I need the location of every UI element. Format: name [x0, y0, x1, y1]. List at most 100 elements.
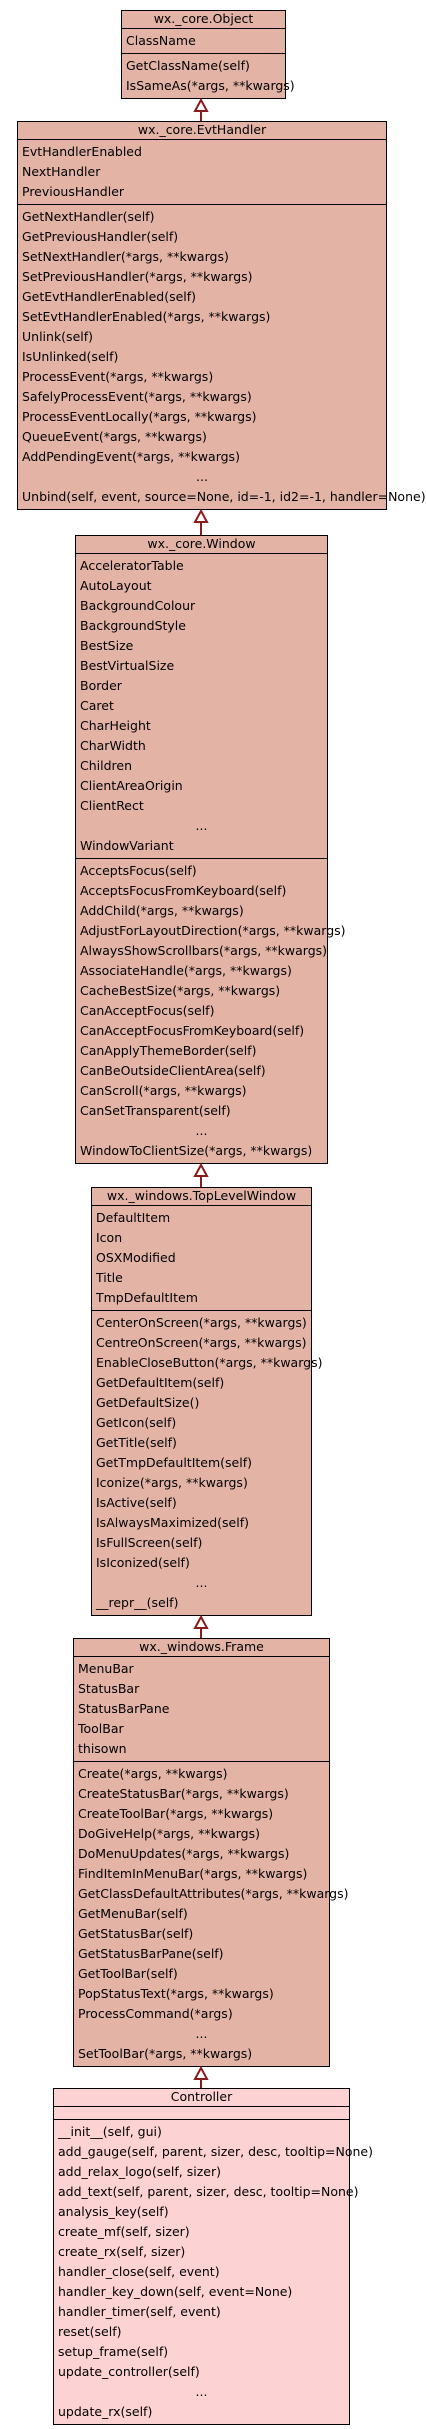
class-attribute: DefaultItem: [96, 1210, 171, 1225]
class-method: __init__(self, gui): [58, 2124, 162, 2139]
class-method: AddPendingEvent(*args, **kwargs): [22, 449, 240, 464]
class-method: create_rx(self, sizer): [58, 2244, 186, 2259]
class-attribute: Caret: [80, 698, 114, 713]
class-method: CreateToolBar(*args, **kwargs): [78, 1806, 274, 1821]
class-method: GetStatusBar(self): [78, 1926, 194, 1941]
class-method: ProcessCommand(*args): [78, 2006, 233, 2021]
inheritance-arrowhead: [193, 2065, 209, 2080]
class-method: __repr__(self): [96, 1595, 179, 1610]
class-attribute: EvtHandlerEnabled: [22, 144, 142, 159]
class-name: wx._core.EvtHandler: [18, 122, 386, 140]
class-method: SetPreviousHandler(*args, **kwargs): [22, 269, 253, 284]
class-attribute: BackgroundStyle: [80, 618, 186, 633]
class-method: add_text(self, parent, sizer, desc, tool…: [58, 2184, 359, 2199]
class-attribute: ClientAreaOrigin: [80, 778, 183, 793]
class-name: wx._core.Object: [122, 11, 285, 29]
class-method: update_rx(self): [58, 2404, 153, 2419]
class-method: GetPreviousHandler(self): [22, 229, 179, 244]
class-method: IsActive(self): [96, 1495, 177, 1510]
class-method: ...: [196, 469, 208, 484]
class-method: IsFullScreen(self): [96, 1535, 203, 1550]
class-attribute: MenuBar: [78, 1661, 134, 1676]
class-method: SafelyProcessEvent(*args, **kwargs): [22, 389, 252, 404]
class-method: PopStatusText(*args, **kwargs): [78, 1986, 274, 2001]
inheritance-arrowhead: [193, 1614, 209, 1629]
class-method: AdjustForLayoutDirection(*args, **kwargs…: [80, 923, 346, 938]
class-box-controller: Controller__init__(self, gui)add_gauge(s…: [53, 2088, 373, 2425]
class-methods-section: CenterOnScreen(*args, **kwargs) CentreOnS…: [92, 1311, 323, 1615]
class-method: AddChild(*args, **kwargs): [80, 903, 244, 918]
class-method: ...: [195, 1575, 208, 1590]
class-method: CacheBestSize(*args, **kwargs): [80, 983, 281, 998]
class-method: reset(self): [58, 2324, 122, 2339]
class-method: CanBeOutsideClientArea(self): [80, 1063, 266, 1078]
class-method: DoGiveHelp(*args, **kwargs): [78, 1826, 260, 1841]
class-attribute: NextHandler: [22, 164, 101, 179]
inheritance-arrowhead: [193, 97, 209, 112]
class-method: create_mf(self, sizer): [58, 2224, 190, 2239]
class-method: CenterOnScreen(*args, **kwargs): [96, 1315, 307, 1330]
class-attribute: BestVirtualSize: [80, 658, 175, 673]
class-method: GetStatusBarPane(self): [78, 1946, 224, 1961]
class-method: Create(*args, **kwargs): [78, 1766, 228, 1781]
class-method: GetDefaultItem(self): [96, 1375, 225, 1390]
class-method: add_relax_logo(self, sizer): [58, 2164, 221, 2179]
class-method: IsIconized(self): [96, 1555, 190, 1570]
class-method: GetTmpDefaultItem(self): [96, 1455, 252, 1470]
class-method: ProcessEventLocally(*args, **kwargs): [22, 409, 257, 424]
class-method: GetNextHandler(self): [22, 209, 155, 224]
class-attribute: CharWidth: [80, 738, 146, 753]
class-method: handler_close(self, event): [58, 2264, 220, 2279]
class-method: GetToolBar(self): [78, 1966, 178, 1981]
class-attribute: BestSize: [80, 638, 134, 653]
class-method: setup_frame(self): [58, 2344, 169, 2359]
class-method: CanSetTransparent(self): [80, 1103, 231, 1118]
class-attribute: PreviousHandler: [22, 184, 125, 199]
class-methods-section: GetClassName(self) IsSameAs(*args, **kwar…: [122, 54, 295, 98]
class-method: GetClassDefaultAttributes(*args, **kwarg…: [78, 1886, 349, 1901]
class-method: SetToolBar(*args, **kwargs): [78, 2046, 253, 2061]
class-attributes-section: [54, 2107, 349, 2120]
class-name: wx._core.Window: [76, 536, 327, 554]
class-method: IsSameAs(*args, **kwargs): [126, 78, 295, 93]
class-method: ...: [195, 2384, 208, 2399]
class-method: CanAcceptFocusFromKeyboard(self): [80, 1023, 305, 1038]
class-attribute: thisown: [78, 1741, 127, 1756]
class-method: AssociateHandle(*args, **kwargs): [80, 963, 292, 978]
class-attribute: ClientRect: [80, 798, 144, 813]
class-method: QueueEvent(*args, **kwargs): [22, 429, 207, 444]
class-method: AcceptsFocusFromKeyboard(self): [80, 883, 287, 898]
class-method: GetClassName(self): [126, 58, 250, 73]
class-attribute: StatusBarPane: [78, 1701, 170, 1716]
class-method: handler_key_down(self, event=None): [58, 2284, 293, 2299]
class-method: CanApplyThemeBorder(self): [80, 1043, 257, 1058]
inheritance-arrowhead: [193, 1162, 209, 1177]
class-method: CreateStatusBar(*args, **kwargs): [78, 1786, 289, 1801]
class-attribute: BackgroundColour: [80, 598, 196, 613]
class-attribute: Border: [80, 678, 122, 693]
class-methods-section: GetNextHandler(self) GetPreviousHandler(s…: [18, 205, 426, 509]
class-attribute: Children: [80, 758, 133, 773]
class-method: GetMenuBar(self): [78, 1906, 188, 1921]
class-name: Controller: [54, 2089, 349, 2107]
inheritance-edges: [193, 97, 209, 2088]
class-method: Unlink(self): [22, 329, 94, 344]
class-method: CanScroll(*args, **kwargs): [80, 1083, 247, 1098]
class-method: SetEvtHandlerEnabled(*args, **kwargs): [22, 309, 271, 324]
class-method: EnableCloseButton(*args, **kwargs): [96, 1355, 323, 1370]
class-attribute: TmpDefaultItem: [96, 1290, 198, 1305]
class-method: CentreOnScreen(*args, **kwargs): [96, 1335, 307, 1350]
class-method: GetDefaultSize(): [96, 1395, 200, 1410]
class-method: update_controller(self): [58, 2364, 200, 2379]
inheritance-arrowhead: [193, 508, 209, 523]
class-attribute: ToolBar: [78, 1721, 124, 1736]
class-attribute: CharHeight: [80, 718, 151, 733]
class-attribute: Icon: [96, 1230, 123, 1245]
